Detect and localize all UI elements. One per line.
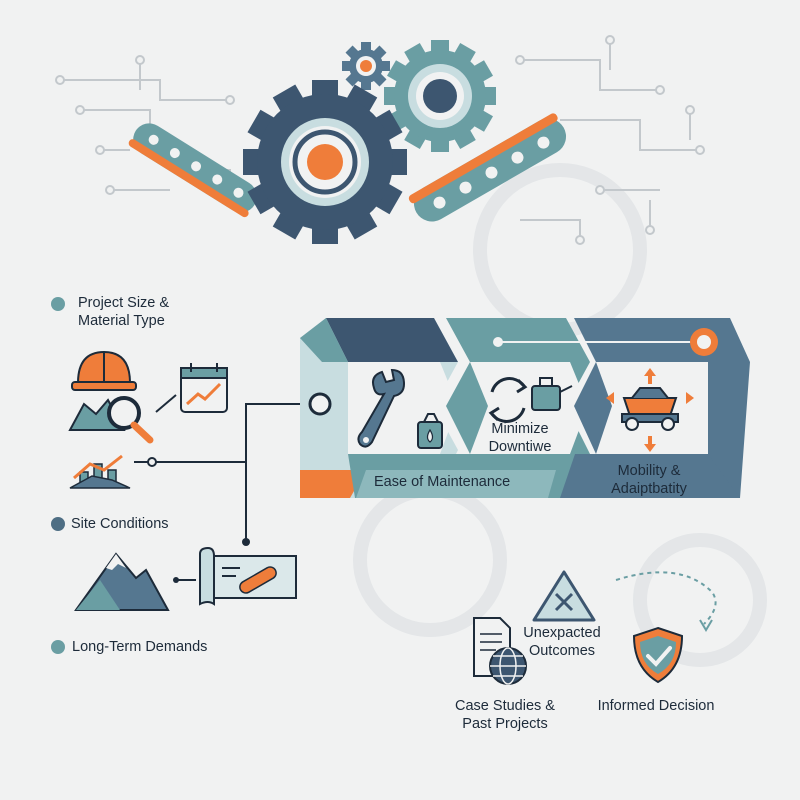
connector-calendar xyxy=(155,394,177,413)
magnifier-icon xyxy=(107,396,154,444)
connector-to-flow xyxy=(156,403,308,463)
oil-can-icon xyxy=(417,413,443,449)
cart-icon xyxy=(606,368,694,452)
factor-dot-project-size xyxy=(51,297,65,311)
connector-node xyxy=(173,577,179,583)
label-informed-decision: Informed Decision xyxy=(597,698,715,714)
calendar-chart-icon xyxy=(180,363,228,413)
factor-label-long-term: Long-Term Demands xyxy=(72,639,208,655)
dashed-arrow-head xyxy=(699,619,713,632)
label-case-studies: Case Studies & Past Projects xyxy=(455,698,555,732)
flow-label-mobility: Mobility & Adaiptbatity xyxy=(611,463,687,497)
oil-can-icon-small xyxy=(531,377,573,411)
factor-dot-site-conditions xyxy=(51,517,65,531)
refresh-icon xyxy=(488,377,528,423)
mountain-icon xyxy=(74,552,170,611)
flow-label-maintenance: Ease of Maintenance xyxy=(374,474,511,490)
gear-icon-large xyxy=(243,80,407,244)
conveyor-icon-left xyxy=(128,123,257,218)
dashed-flow-arrow xyxy=(615,571,717,625)
factor-label-site-conditions: Site Conditions xyxy=(71,516,169,532)
label-unexpected-outcomes: Unexpacted Outcomes xyxy=(523,625,601,659)
warning-icon xyxy=(532,570,596,622)
gear-icon-medium xyxy=(384,40,496,152)
factor-label-project-size: Project Size & Material Type xyxy=(78,295,170,329)
connector-node xyxy=(242,538,250,546)
wrench-icon xyxy=(357,368,406,448)
gear-icon-small xyxy=(342,42,390,90)
globe-icon xyxy=(489,647,527,685)
factor-dot-long-term xyxy=(51,640,65,654)
flow-label-downtime: Minimize Downtiwe xyxy=(488,421,552,455)
circuit-nodes xyxy=(55,35,705,245)
conveyor-icon-right xyxy=(408,113,567,222)
connector-node xyxy=(147,457,157,467)
hard-hat-icon xyxy=(71,350,137,391)
growth-chart-icon xyxy=(69,454,131,489)
blueprint-icon xyxy=(199,546,297,606)
shield-check-icon xyxy=(632,626,684,684)
